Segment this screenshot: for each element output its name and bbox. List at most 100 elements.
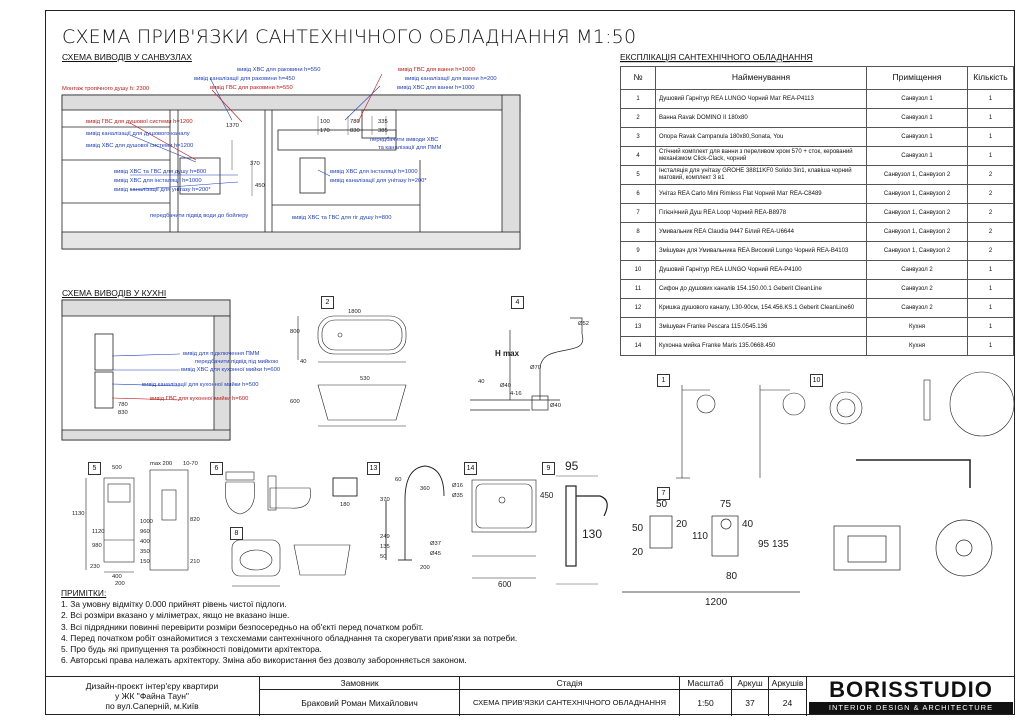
mixer-dim: 200 bbox=[420, 565, 430, 571]
install-dim: max 200 bbox=[150, 461, 173, 467]
row-quantity: 2 bbox=[967, 222, 1014, 242]
shower-dim: 20 bbox=[632, 547, 644, 558]
install-dim: 400 bbox=[112, 574, 122, 580]
studio-logo-subtitle: INTERIOR DESIGN & ARCHITECTURE bbox=[809, 702, 1013, 714]
install-dim: 400 bbox=[140, 539, 150, 545]
bath-label-2: вивід ГВС для раковини h=550 bbox=[210, 85, 293, 91]
row-name: Душовий Гарнітур REA LUNGO Чорний Мат RE… bbox=[655, 89, 867, 109]
row-number: 1 bbox=[620, 89, 656, 109]
dimension-lines bbox=[231, 116, 387, 196]
row-number: 5 bbox=[620, 165, 656, 185]
equipment-badge: 9 bbox=[542, 462, 555, 475]
install-dim: 200 bbox=[115, 581, 125, 587]
mixer-dim: 370 bbox=[380, 497, 390, 503]
row-room: Санвузол 2 bbox=[866, 298, 968, 318]
row-number: 10 bbox=[620, 260, 656, 280]
note-item: 3. Всі підрядники повинні перевірити роз… bbox=[61, 621, 424, 632]
install-dim: 980 bbox=[92, 543, 102, 549]
install-dim: 350 bbox=[140, 549, 150, 555]
equipment-badge: 7 bbox=[657, 487, 670, 500]
mixer-dim: 360 bbox=[420, 486, 430, 492]
install-dim: 10-70 bbox=[183, 461, 198, 467]
row-room: Санвузол 1 bbox=[866, 146, 968, 166]
bath-label-6: Монтаж тропічного душу h: 2300 bbox=[62, 86, 150, 92]
shower-dim: 20 bbox=[676, 519, 688, 530]
row-quantity: 2 bbox=[967, 165, 1014, 185]
kitchen-scheme-subtitle: СХЕМА ВИВОДІВ У КУХНІ bbox=[62, 288, 167, 298]
equipment-badge: 5 bbox=[88, 462, 101, 475]
row-room: Санвузол 1 bbox=[866, 127, 968, 147]
row-name: Душовий Гарнітур REA LUNGO Чорний REA-P4… bbox=[655, 260, 867, 280]
bath-label-3: вивід ГВС для ванни h=1000 bbox=[398, 67, 475, 73]
row-name: Ванна Ravak DOMINO II 180x80 bbox=[655, 108, 867, 128]
table-header-row: № Найменування Приміщення Кількість bbox=[620, 66, 1014, 90]
row-quantity: 2 bbox=[967, 241, 1014, 261]
install-dim: 210 bbox=[190, 559, 200, 565]
row-quantity: 1 bbox=[967, 298, 1014, 318]
bath-dim: 1800 bbox=[348, 309, 361, 315]
washbasin-drawing bbox=[231, 539, 351, 587]
mixer-dim: 249 bbox=[380, 534, 390, 540]
shower-dim: 50 bbox=[632, 523, 644, 534]
row-name: Інсталяція для унітазу GROHE 38811KF0 So… bbox=[655, 165, 867, 185]
bath-dim-1: 170 bbox=[320, 128, 330, 134]
bath-dim-8: 1370 bbox=[226, 123, 239, 129]
row-room: Санвузол 1, Санвузол 2 bbox=[866, 165, 968, 185]
row-room: Кухня bbox=[866, 317, 968, 337]
page-title: СХЕМА ПРИВ'ЯЗКИ САНТЕХНІЧНОГО ОБЛАДНАННЯ… bbox=[62, 26, 637, 48]
row-number: 7 bbox=[620, 203, 656, 223]
install-dim: 500 bbox=[112, 465, 122, 471]
client-name: Браковий Роман Михайлович bbox=[260, 690, 460, 716]
row-number: 4 bbox=[620, 146, 656, 166]
install-dim: 230 bbox=[90, 564, 100, 570]
row-quantity: 1 bbox=[967, 108, 1014, 128]
basin-mixer-dim: 95 bbox=[565, 459, 579, 473]
row-name: Кришка душового каналу, L30-90см, 154.45… bbox=[655, 298, 867, 318]
row-room: Санвузол 2 bbox=[866, 279, 968, 299]
drawing-frame bbox=[45, 10, 1015, 715]
drain-dim: H max bbox=[495, 349, 520, 358]
basin-mixer-drawing bbox=[556, 475, 608, 585]
sink-dim: 450 bbox=[540, 491, 554, 500]
shower-dim: 110 bbox=[692, 531, 708, 542]
kitchen-plan bbox=[61, 299, 231, 441]
equipment-badge: 10 bbox=[810, 374, 823, 387]
row-room: Санвузол 1 bbox=[866, 89, 968, 109]
note-item: 5. Про будь які припущення та розбіжност… bbox=[61, 644, 322, 655]
shower-dim: 40 bbox=[742, 519, 754, 530]
equipment-badge: 8 bbox=[230, 527, 243, 540]
basin-mixer-dim: 130 bbox=[582, 527, 603, 541]
row-number: 9 bbox=[620, 241, 656, 261]
row-name: Змішувач Franke Pescara 115.0545.136 bbox=[655, 317, 867, 337]
bath-dim-2: 780 bbox=[350, 119, 360, 125]
row-quantity: 1 bbox=[967, 89, 1014, 109]
row-name: Стічний комплект для ванни з переливом х… bbox=[655, 146, 867, 166]
mixer-dim: Ø16 bbox=[452, 483, 463, 489]
shower-dim: 75 bbox=[720, 499, 732, 510]
drain-drawing bbox=[470, 317, 584, 411]
bath-dim-7: 450 bbox=[255, 183, 265, 189]
project-line-1: у ЖК "Файна Таун" bbox=[115, 691, 189, 701]
shower-dim: 1200 bbox=[705, 597, 728, 608]
equipment-badge: 14 bbox=[464, 462, 477, 475]
row-number: 8 bbox=[620, 222, 656, 242]
kitchen-dim-1: 830 bbox=[118, 410, 128, 416]
stage-label: Стадія bbox=[460, 677, 680, 690]
shower-dim: 95 bbox=[758, 539, 770, 550]
equipment-badge: 4 bbox=[511, 296, 524, 309]
toilet-drawing bbox=[225, 471, 311, 515]
row-number: 11 bbox=[620, 279, 656, 299]
row-quantity: 1 bbox=[967, 260, 1014, 280]
row-room: Санвузол 1, Санвузол 2 bbox=[866, 203, 968, 223]
row-room: Кухня bbox=[866, 336, 968, 356]
install-dim: 1120 bbox=[92, 529, 105, 535]
client-label: Замовник bbox=[260, 677, 460, 690]
bath-dim-0: 100 bbox=[320, 119, 330, 125]
note-item: 6. Авторські права належать архітектору.… bbox=[61, 655, 467, 666]
bath-drawing bbox=[297, 315, 407, 427]
